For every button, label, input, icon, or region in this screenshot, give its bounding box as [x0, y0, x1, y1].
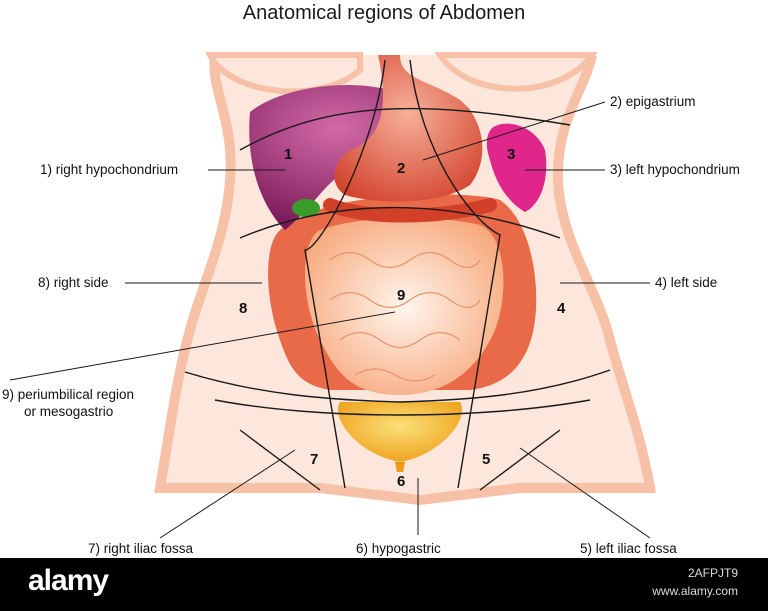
label-periumbilical-line1: 9) periumbilical region — [2, 387, 135, 402]
region-grid-lines — [184, 59, 611, 491]
label-epigastrium: 2) epigastrium — [610, 94, 696, 109]
region-number-6: 6 — [397, 473, 406, 490]
region-number-3: 3 — [507, 146, 516, 163]
label-left-hypochondrium: 3) left hypochondrium — [610, 162, 740, 177]
gallbladder — [292, 199, 320, 217]
brand-logo: alamy — [28, 564, 109, 597]
site-url: www.alamy.com — [652, 584, 738, 598]
region-number-7: 7 — [310, 451, 319, 468]
image-id: 2AFPJT9 — [687, 566, 738, 580]
label-left-iliac-fossa: 5) left iliac fossa — [580, 541, 677, 556]
region-number-8: 8 — [239, 300, 248, 317]
label-periumbilical-line2: or mesogastrio — [24, 404, 114, 419]
label-hypogastric: 6) hypogastric — [356, 541, 441, 556]
breast-right — [434, 52, 598, 92]
diagram-title: Anatomical regions of Abdomen — [242, 2, 526, 24]
region-number-5: 5 — [482, 451, 491, 468]
breast-left — [205, 52, 363, 95]
bladder — [338, 402, 462, 462]
label-right-hypochondrium: 1) right hypochondrium — [40, 162, 179, 177]
label-left-side: 4) left side — [655, 275, 718, 290]
watermark-footer: alamy 2AFPJT9 www.alamy.com — [0, 558, 768, 611]
region-number-1: 1 — [284, 146, 293, 163]
label-right-side: 8) right side — [38, 275, 109, 290]
region-number-9: 9 — [397, 287, 406, 304]
leader-lines — [9, 101, 651, 539]
region-number-2: 2 — [397, 160, 406, 177]
region-number-4: 4 — [557, 300, 566, 317]
spleen — [486, 123, 547, 212]
label-right-iliac-fossa: 7) right iliac fossa — [88, 541, 194, 556]
stomach — [334, 55, 483, 202]
